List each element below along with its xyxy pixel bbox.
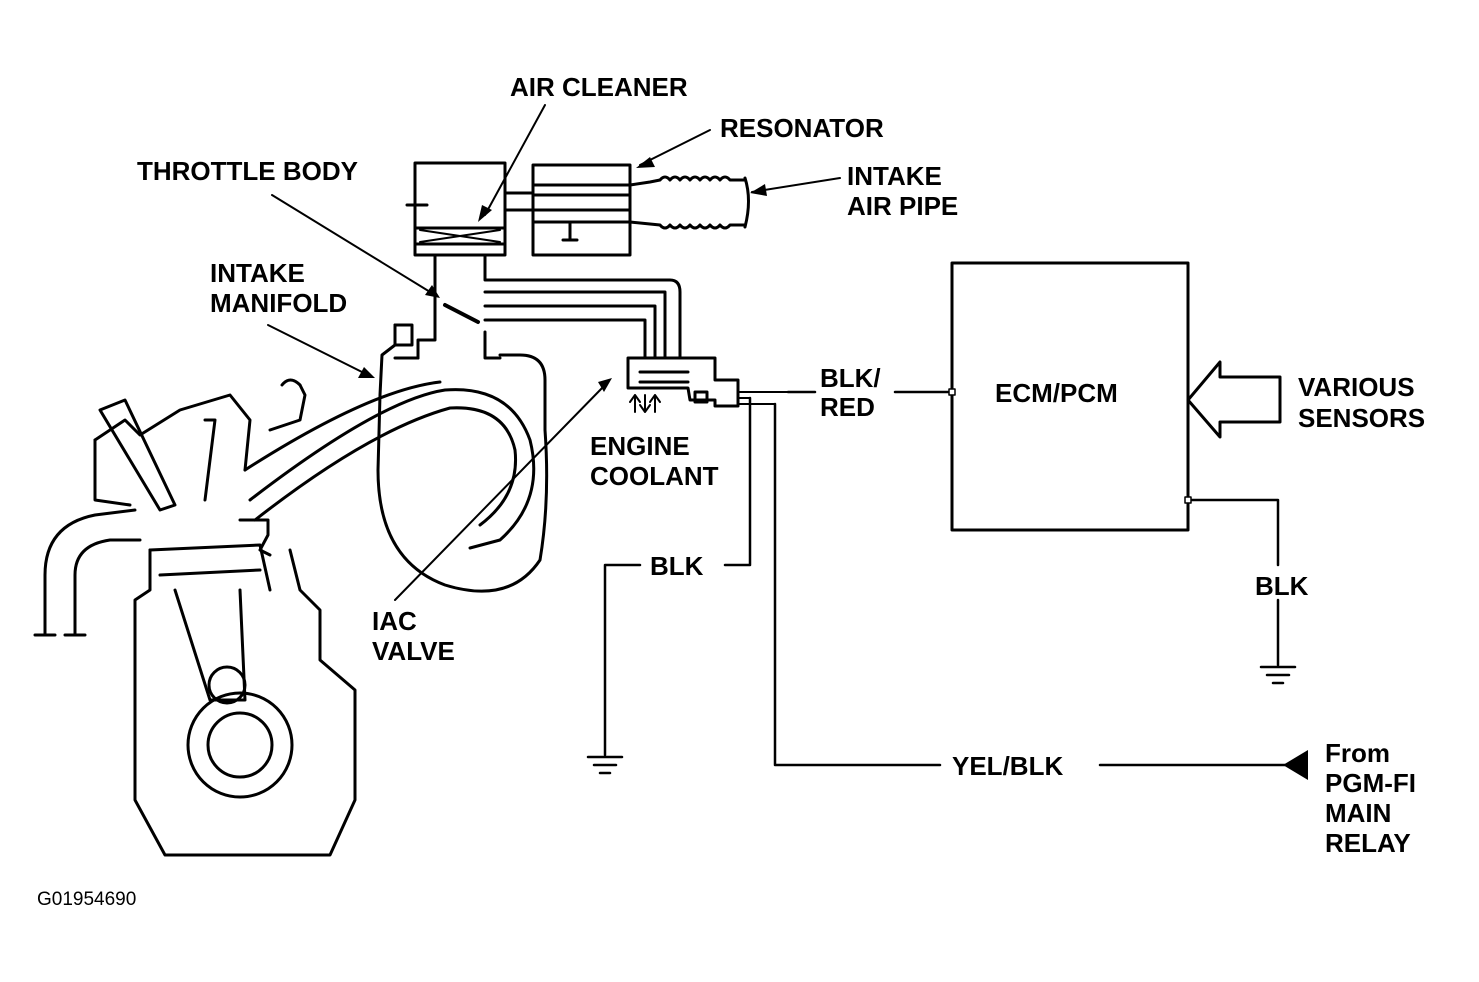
resonator-chamber [531, 163, 632, 257]
label-iac-valve-1: IAC [372, 606, 417, 636]
arrowhead-intake-manifold [358, 367, 375, 378]
label-intake-air-pipe-1: INTAKE [847, 161, 942, 191]
arrowhead-air-cleaner [478, 205, 492, 222]
label-various-sensors-2: SENSORS [1298, 403, 1425, 433]
arrowhead-resonator [636, 157, 655, 168]
intake-air-pipe-hose [628, 175, 750, 230]
wire-label-blk-right: BLK [1255, 571, 1309, 601]
arrowhead-intake-pipe [750, 184, 767, 196]
engine-block [33, 378, 357, 857]
intake-manifold [243, 323, 549, 593]
label-intake-manifold-1: INTAKE [210, 258, 305, 288]
label-from-2: PGM-FI [1325, 768, 1416, 798]
label-intake-air-pipe-2: AIR PIPE [847, 191, 958, 221]
label-air-cleaner: AIR CLEANER [510, 72, 688, 102]
wire-label-blk-red-1: BLK/ [820, 363, 881, 393]
label-engine-coolant-1: ENGINE [590, 431, 690, 461]
ground-symbol-left [586, 755, 624, 775]
throttle-body [416, 253, 682, 360]
label-from-4: RELAY [1325, 828, 1411, 858]
wire-label-blk-left: BLK [650, 551, 704, 581]
air-cleaner-housing [405, 161, 535, 257]
label-iac-valve-2: VALVE [372, 636, 455, 666]
label-engine-coolant-2: COOLANT [590, 461, 719, 491]
label-various-sensors-1: VARIOUS [1298, 372, 1415, 402]
arrowhead-iac-valve [598, 378, 612, 392]
arrowhead-pgm-fi [1283, 750, 1308, 780]
label-from-1: From [1325, 738, 1390, 768]
label-resonator: RESONATOR [720, 113, 884, 143]
label-from-3: MAIN [1325, 798, 1391, 828]
wire-label-yel-blk: YEL/BLK [952, 751, 1063, 781]
ground-symbol-right [1259, 665, 1297, 685]
label-ecm-pcm: ECM/PCM [995, 378, 1118, 408]
ecm-pcm-box [950, 261, 1190, 532]
label-intake-manifold-2: MANIFOLD [210, 288, 347, 318]
arrowhead-throttle-body [425, 285, 440, 298]
wire-label-blk-red-2: RED [820, 392, 875, 422]
various-sensors-arrow [1186, 360, 1282, 439]
leader-lines [267, 104, 841, 601]
iac-valve-body [626, 356, 789, 413]
figure-id: G01954690 [37, 889, 136, 910]
wiring [603, 390, 1287, 767]
label-throttle-body: THROTTLE BODY [137, 156, 358, 186]
